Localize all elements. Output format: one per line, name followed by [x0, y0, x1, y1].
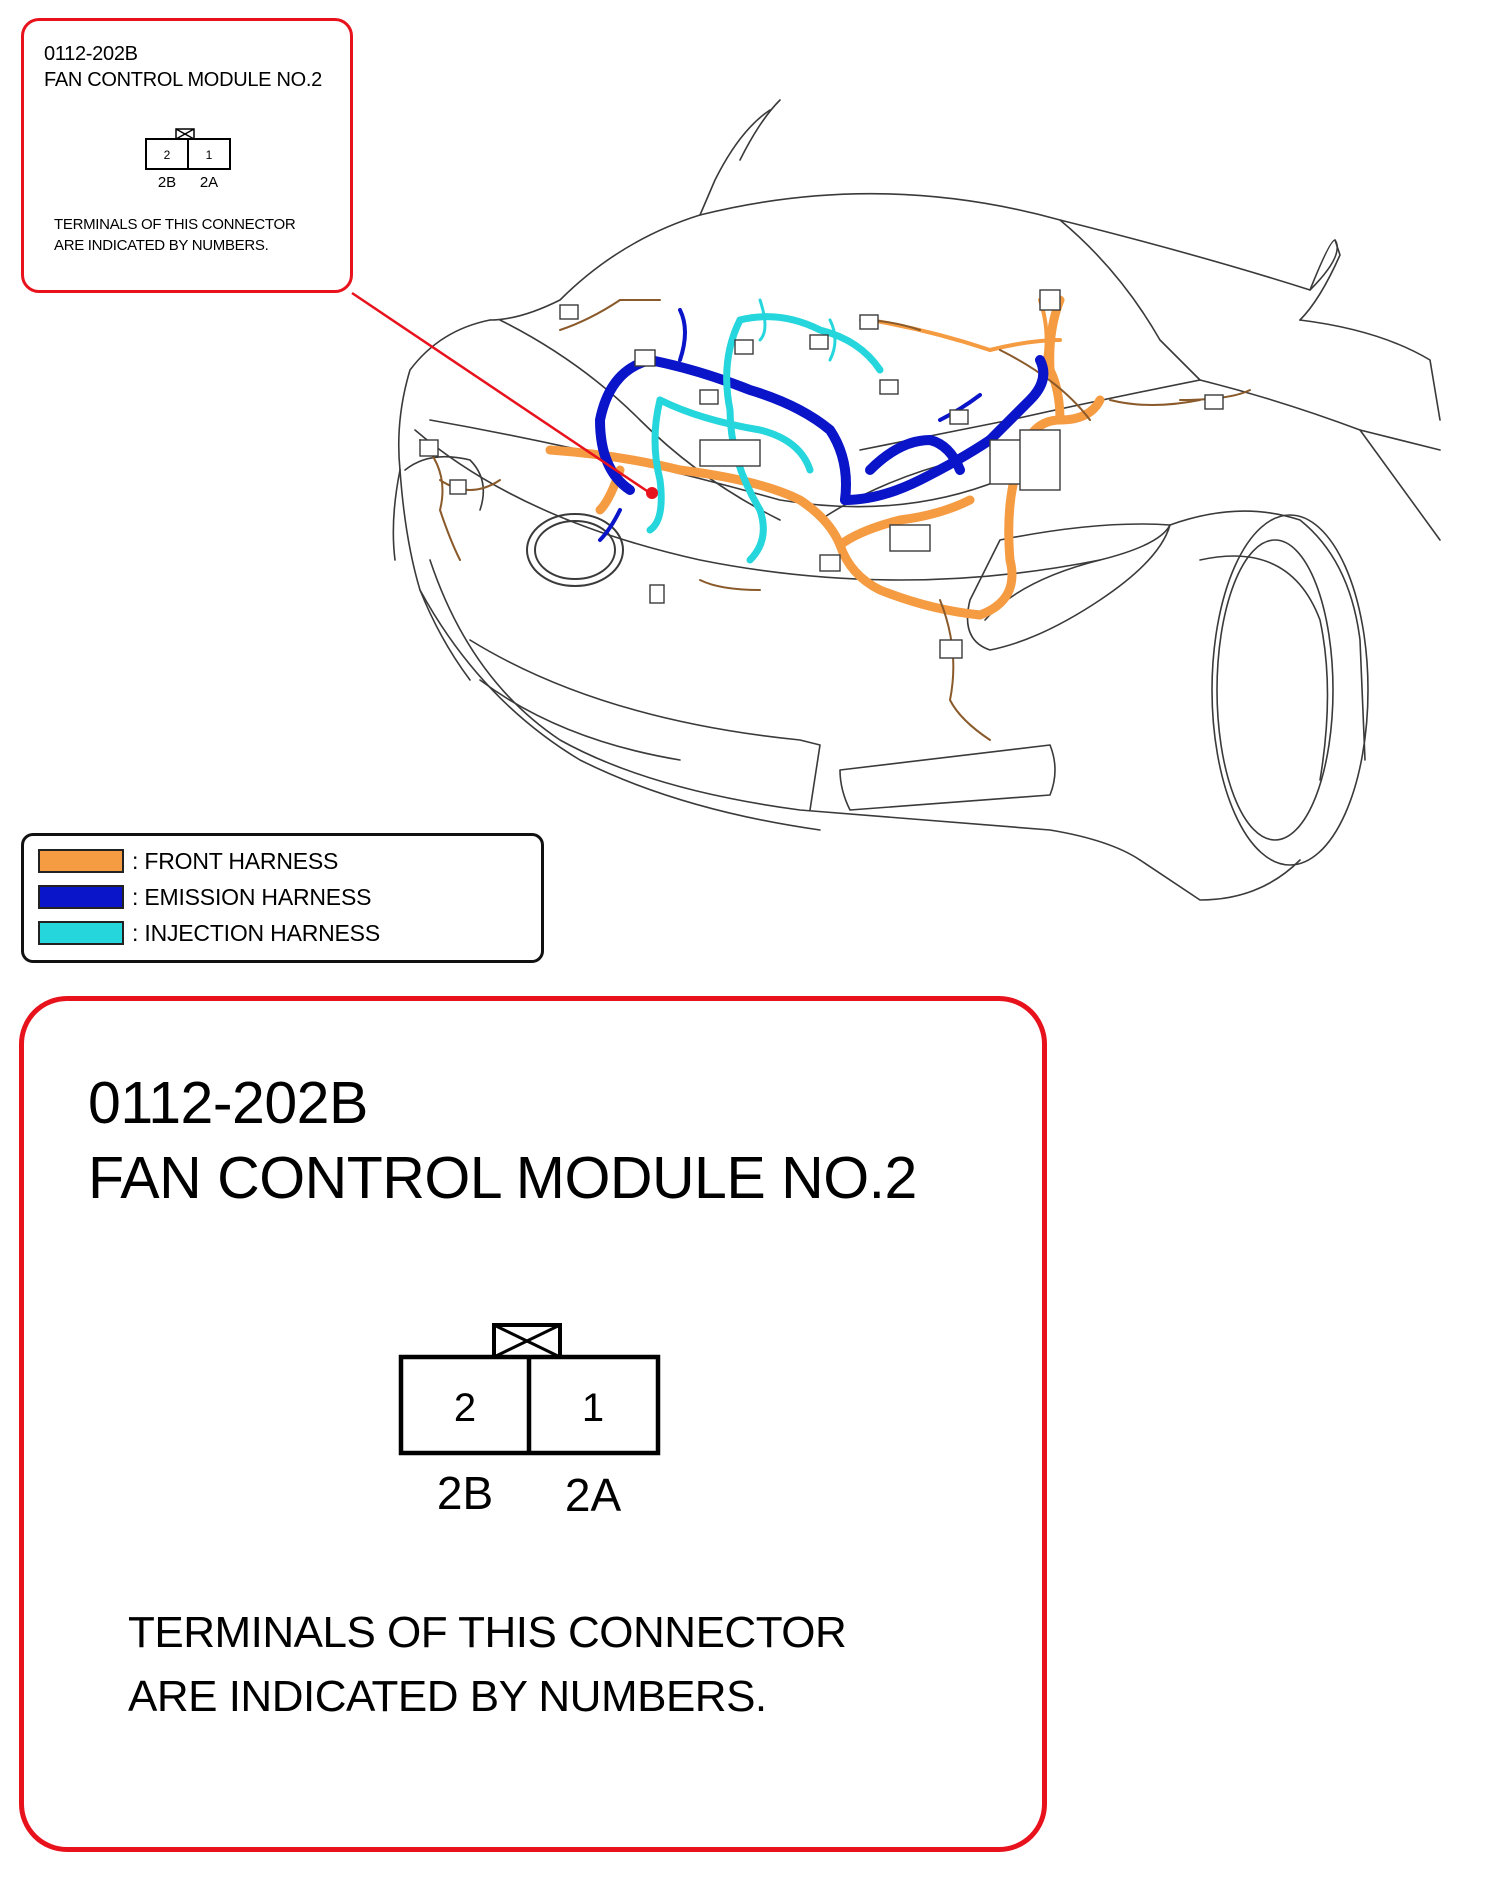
- terminal-pin-label: 2A: [565, 1469, 622, 1521]
- injection-harness-branches: [758, 298, 837, 362]
- legend-item-emission-harness: : EMISSION HARNESS: [38, 884, 371, 910]
- terminal-pin-small: 2B: [158, 174, 176, 191]
- connector-name: FAN CONTROL MODULE NO.2: [88, 1145, 917, 1211]
- thin-harness-wires: [419, 299, 1251, 741]
- legend-swatch: [38, 849, 124, 873]
- callout-leader-line: [351, 291, 651, 495]
- car-body-outline: [392, 99, 1441, 901]
- connector-code-small: 0112-202B: [44, 43, 138, 65]
- legend-swatch: [38, 885, 124, 909]
- connector-callout-small: 0112-202B FAN CONTROL MODULE NO.2 2 1 2B…: [21, 18, 353, 293]
- connector-name-small: FAN CONTROL MODULE NO.2: [44, 69, 322, 91]
- emission-harness-wires: [595, 355, 1049, 505]
- terminal-number-small: 2: [164, 148, 171, 162]
- terminal-number: 2: [454, 1386, 476, 1430]
- emission-harness-branches: [598, 308, 982, 542]
- terminal-pin-label: 2B: [437, 1467, 493, 1519]
- note-line: ARE INDICATED BY NUMBERS.: [54, 237, 269, 254]
- legend-label: : EMISSION HARNESS: [132, 883, 372, 910]
- front-harness-branches: [868, 298, 1062, 362]
- terminal-pin-small: 2A: [200, 174, 218, 191]
- legend-swatch: [38, 921, 124, 945]
- front-emblem: [526, 513, 624, 587]
- connector-note-small: TERMINALS OF THIS CONNECTOR ARE INDICATE…: [54, 214, 296, 256]
- terminal-number-small: 1: [206, 148, 213, 162]
- note-line: TERMINALS OF THIS CONNECTOR: [54, 216, 296, 233]
- note-line: ARE INDICATED BY NUMBERS.: [128, 1672, 767, 1721]
- harness-legend: : FRONT HARNESS : EMISSION HARNESS : INJ…: [21, 833, 544, 963]
- connector-face-small: 2 1 2B 2A: [145, 128, 231, 191]
- legend-item-front-harness: : FRONT HARNESS: [38, 848, 338, 874]
- legend-item-injection-harness: : INJECTION HARNESS: [38, 920, 380, 946]
- vehicle-harness-illustration: [351, 99, 1441, 901]
- connector-callout-enlarged: 0112-202B FAN CONTROL MODULE NO.2 2 1 2B…: [19, 996, 1047, 1852]
- location-marker: [646, 487, 658, 499]
- connector-code: 0112-202B: [88, 1070, 368, 1136]
- injection-harness-wires: [646, 313, 884, 564]
- legend-label: : INJECTION HARNESS: [132, 919, 380, 946]
- connector-face: 2 1 2B 2A: [398, 1323, 661, 1521]
- harness-connectors: [419, 289, 1224, 659]
- terminal-number: 1: [582, 1386, 604, 1430]
- connector-note: TERMINALS OF THIS CONNECTOR ARE INDICATE…: [128, 1601, 847, 1729]
- legend-label: : FRONT HARNESS: [132, 847, 339, 874]
- note-line: TERMINALS OF THIS CONNECTOR: [128, 1608, 847, 1657]
